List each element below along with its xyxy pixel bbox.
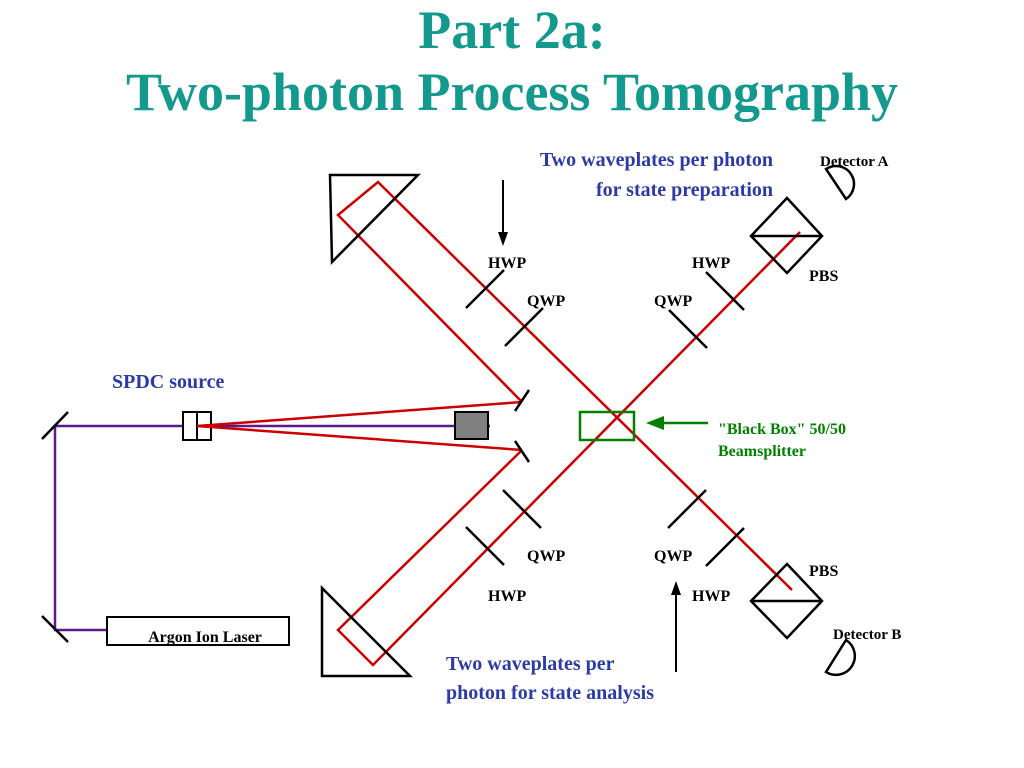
prism-bottom-left — [320, 584, 414, 678]
prep-note-line2: for state preparation — [596, 179, 773, 201]
black-box-beamsplitter — [578, 410, 636, 442]
prep-arrowhead — [498, 232, 508, 246]
prism-top-left — [328, 173, 421, 265]
pump-mirror-bottom — [41, 615, 69, 643]
argon-laser-label: Argon Ion Laser — [148, 629, 262, 646]
prep-note-line1: Two waveplates per photon — [540, 149, 773, 171]
hwp-top-right — [705, 271, 745, 311]
qwp-bottom-right-label: QWP — [654, 548, 692, 565]
analysis-arrowhead — [671, 581, 681, 595]
hwp-top-left — [465, 269, 505, 309]
qwp-top-left-label: QWP — [527, 293, 565, 310]
pump-mirror-top — [41, 411, 69, 440]
qwp-top-left — [504, 307, 544, 347]
pickoff-mirror-lower — [513, 440, 531, 463]
hwp-top-left-label: HWP — [488, 255, 526, 272]
spdc-source-label: SPDC source — [112, 371, 225, 393]
hwp-bottom-left-label: HWP — [488, 588, 526, 605]
spdc-crystal-left — [182, 411, 198, 441]
detector-b — [824, 638, 857, 677]
qwp-bottom-right — [667, 489, 707, 529]
qwp-bottom-left-label: QWP — [527, 548, 565, 565]
hwp-bottom-right-label: HWP — [692, 588, 730, 605]
pbs-bottom — [749, 562, 824, 640]
detector-a-label: Detector A — [820, 154, 889, 170]
slide-title-line1: Part 2a: — [418, 0, 606, 60]
black-box-label-line2: Beamsplitter — [718, 443, 806, 460]
hwp-top-right-label: HWP — [692, 255, 730, 272]
qwp-top-right-label: QWP — [654, 293, 692, 310]
qwp-top-right — [668, 309, 708, 349]
beam-path-lower — [336, 231, 801, 667]
detector-a — [824, 164, 856, 201]
argon-laser-box — [106, 616, 290, 646]
slide-title-line2: Two-photon Process Tomography — [125, 62, 899, 122]
pbs-bottom-label: PBS — [809, 563, 838, 580]
pbs-top-label: PBS — [809, 268, 838, 285]
pbs-top — [749, 196, 824, 275]
hwp-bottom-right — [705, 527, 745, 567]
beam-block — [454, 411, 489, 440]
spdc-beam-lower — [196, 424, 523, 452]
analysis-note-line1: Two waveplates per — [446, 653, 615, 675]
pickoff-mirror-upper — [513, 389, 531, 412]
spdc-beam-upper — [196, 400, 523, 428]
beam-path-upper — [336, 180, 793, 591]
hwp-bottom-left — [465, 526, 505, 566]
detector-b-label: Detector B — [833, 627, 901, 643]
qwp-bottom-left — [502, 489, 542, 529]
analysis-note-line2: photon for state analysis — [446, 682, 654, 704]
black-box-arrowhead — [646, 416, 664, 430]
black-box-label-line1: "Black Box" 50/50 — [718, 421, 846, 438]
pump-beam — [53, 424, 490, 632]
